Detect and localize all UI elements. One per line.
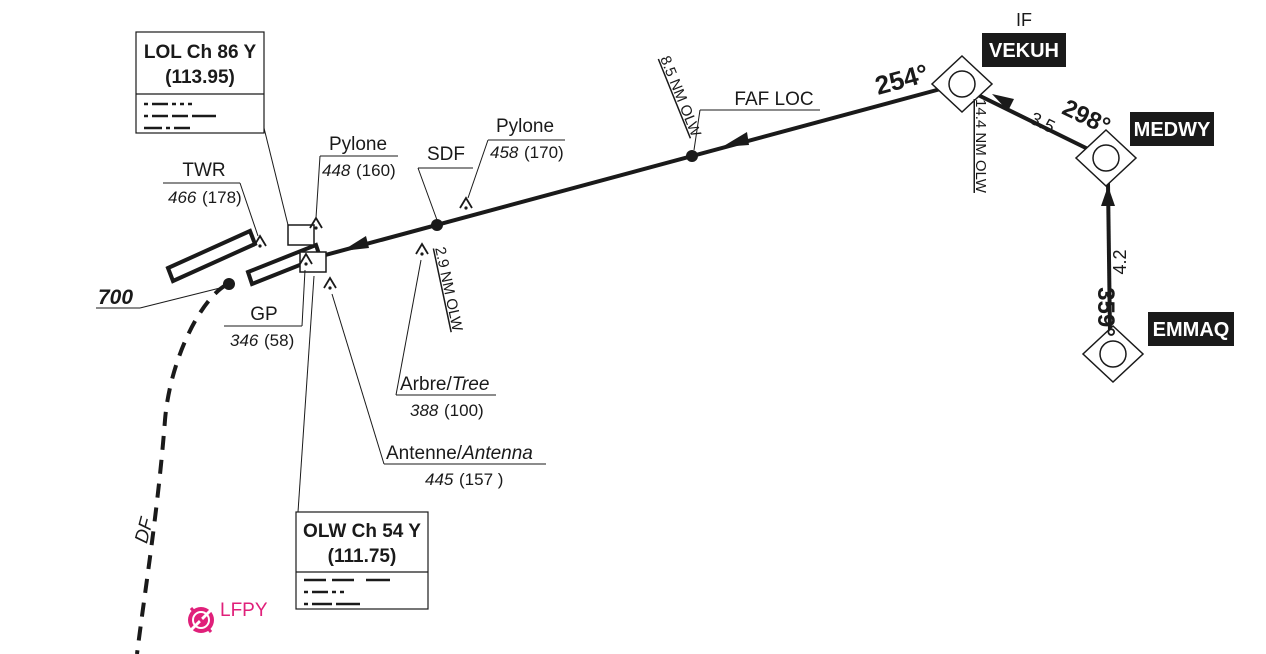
- approach-track: [135, 85, 1112, 654]
- antenne-height-label: (157 ): [459, 470, 503, 489]
- vekuh-box: [982, 33, 1066, 67]
- lol-navaid-box[interactable]: [135, 31, 265, 134]
- arbre-elev-label: 388: [410, 401, 439, 420]
- twr-name-label: TWR: [182, 160, 225, 181]
- pylone2-height-label: (170): [524, 143, 564, 162]
- sdf-label: SDF: [427, 144, 465, 165]
- olw-navaid-box[interactable]: [295, 511, 429, 610]
- obstacle-antenne-icon: [323, 276, 337, 290]
- antenne-name-fr: Antenne/: [386, 443, 463, 464]
- gp-name-label: GP: [250, 304, 277, 325]
- gp-height-label: (58): [264, 331, 294, 350]
- olw-ident-label: OLW Ch 54 Y: [303, 521, 421, 542]
- antenne-name-en: Antenna: [461, 443, 533, 464]
- medwy-name-label: MEDWY: [1134, 119, 1211, 141]
- vekuh-dme-label: 14.4 NM OLW: [972, 99, 989, 194]
- emmaq-medwy-course-label: 359°: [1092, 287, 1119, 337]
- antenne-elev-label: 445: [425, 470, 454, 489]
- gp-elev-label: 346: [230, 331, 259, 350]
- emmaq-medwy-arrow: [1101, 186, 1115, 206]
- emmaq-medwy-distance-label: 4.2: [1110, 249, 1130, 274]
- pylone2-name-label: Pylone: [496, 116, 554, 137]
- faf-label: FAF LOC: [734, 89, 813, 110]
- medwy-vekuh-arrow: [992, 94, 1014, 111]
- final-track-line: [317, 85, 949, 259]
- sdf-dot: [431, 219, 443, 231]
- vekuh-name-label: VEKUH: [989, 40, 1059, 62]
- lol-freq-label: (113.95): [165, 67, 235, 88]
- aerodrome-label: LFPY: [220, 600, 268, 621]
- vekuh-role-label: IF: [1016, 10, 1032, 30]
- olw-morse-code: [304, 578, 390, 606]
- lol-navaid-symbol: [287, 224, 315, 246]
- emmaq-box: [1148, 312, 1234, 346]
- arbre-name-en: Tree: [452, 374, 490, 395]
- pylone1-height-label: (160): [356, 161, 396, 180]
- pylone2-elev-label: 458: [490, 143, 519, 162]
- olw-navaid-symbol: [299, 251, 327, 273]
- waypoint-emmaq-symbol[interactable]: [1081, 324, 1145, 384]
- obstacle-pylone2-icon: [459, 196, 473, 210]
- aerodrome-lfpy-icon[interactable]: [185, 604, 217, 636]
- pylone1-elev-label: 448: [322, 161, 351, 180]
- sdf-arrow: [342, 236, 369, 251]
- emmaq-name-label: EMMAQ: [1153, 319, 1230, 341]
- medwy-box: [1130, 112, 1214, 146]
- arbre-name-fr: Arbre/: [400, 374, 452, 395]
- navaid-boxes: [287, 224, 327, 273]
- obstacle-arbre-icon: [415, 242, 429, 256]
- threshold-dot: [223, 278, 235, 290]
- twr-elev-label: 466: [168, 188, 197, 207]
- waypoint-medwy-symbol[interactable]: [1074, 128, 1138, 188]
- medwy-vekuh-course-label: 298°: [1058, 94, 1114, 140]
- faf-dme-label: 8.5 NM OLW: [656, 53, 704, 139]
- emmaq-medwy-track: [1106, 182, 1112, 334]
- track-arrows: [342, 94, 1115, 251]
- leader-lines: [96, 109, 820, 513]
- antenne-name-label: Antenne/Antenna: [386, 443, 533, 464]
- waypoint-vekuh-symbol[interactable]: [930, 54, 994, 114]
- sdf-dme-label: 2.9 NM OLW: [431, 245, 466, 333]
- lol-ident-label: LOL Ch 86 Y: [144, 42, 257, 63]
- lol-morse-code: [144, 102, 216, 130]
- olw-freq-label: (111.75): [328, 546, 397, 567]
- departure-track: [135, 283, 228, 654]
- twr-height-label: (178): [202, 188, 242, 207]
- obstacle-gp-icon: [299, 252, 313, 266]
- medwy-vekuh-track: [971, 90, 1091, 152]
- faf-dot: [686, 150, 698, 162]
- pylone1-name-label: Pylone: [329, 134, 387, 155]
- obstacle-twr-icon: [253, 234, 267, 248]
- arbre-height-label: (100): [444, 401, 484, 420]
- arbre-name-label: Arbre/Tree: [400, 374, 489, 395]
- altitude-label: 700: [98, 286, 133, 309]
- faf-arrow: [722, 132, 749, 147]
